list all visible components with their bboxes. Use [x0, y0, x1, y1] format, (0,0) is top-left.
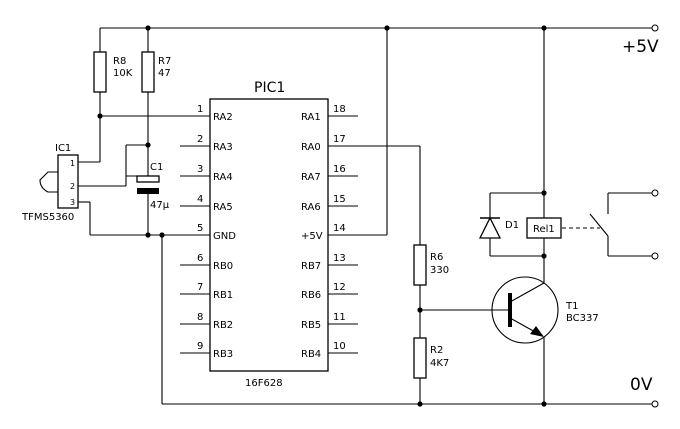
- pin-label: RB2: [213, 320, 233, 331]
- resistor-r6: [413, 244, 427, 286]
- pin-label: RA1: [301, 112, 321, 123]
- r8-value: 10K: [113, 68, 133, 79]
- pin-label: RA3: [213, 142, 233, 153]
- relay-contact-terminal: [651, 189, 659, 197]
- pin-number: 13: [333, 253, 346, 264]
- pin-number: 5: [197, 223, 203, 234]
- resistor-r7: [141, 51, 155, 93]
- pin-number: 16: [333, 164, 346, 175]
- capacitor-c1-negative-plate: [137, 188, 159, 194]
- pin-label: RA0: [301, 142, 321, 153]
- pin-label: RA5: [213, 202, 233, 213]
- diode-d1: [478, 216, 502, 239]
- ic1-pin2-num: 2: [70, 182, 75, 191]
- pin-label: +5V: [301, 231, 323, 242]
- resistor-r2: [413, 337, 427, 379]
- pin-label: RB3: [213, 349, 233, 360]
- transistor-collector: [509, 282, 545, 303]
- transistor-t1-body: [491, 276, 559, 344]
- pic-chip-name: PIC1: [254, 80, 285, 96]
- junction-dot: [145, 142, 151, 148]
- ic1-ref: IC1: [55, 143, 71, 154]
- pin-number: 8: [197, 312, 203, 323]
- ir-receiver-ic1: [57, 154, 79, 209]
- pin-number: 18: [333, 104, 346, 115]
- ic1-pin3-num: 3: [70, 198, 75, 207]
- pin-label: RB6: [301, 290, 321, 301]
- pin-label: RB5: [301, 320, 321, 331]
- c1-ref: C1: [150, 162, 163, 173]
- r7-value: 47: [158, 68, 171, 79]
- t1-part: BC337: [566, 313, 599, 324]
- pin-number: 4: [197, 194, 203, 205]
- d1-ref: D1: [505, 220, 519, 231]
- pin-number: 11: [333, 312, 346, 323]
- pin-label: RB7: [301, 261, 321, 272]
- pin-label: RA2: [213, 112, 233, 123]
- pin-label: RB0: [213, 261, 233, 272]
- pin-label: RA6: [301, 202, 321, 213]
- pin-number: 9: [197, 341, 203, 352]
- pic-chip-part: 16F628: [245, 378, 283, 389]
- relay-contact-terminal: [651, 252, 659, 260]
- r2-value: 4K7: [430, 358, 449, 369]
- r8-ref: R8: [113, 56, 126, 67]
- rel1-ref: Rel1: [533, 224, 555, 235]
- pin-label: RB1: [213, 290, 233, 301]
- pin-number: 10: [333, 341, 346, 352]
- pin-number: 15: [333, 194, 346, 205]
- pin-number: 3: [197, 164, 203, 175]
- junction-dot: [97, 113, 103, 119]
- pin-number: 14: [333, 223, 346, 234]
- c1-value: 47µ: [150, 200, 170, 211]
- pic-right-pins: [328, 115, 358, 354]
- t1-ref: T1: [565, 301, 578, 312]
- ground-rail-terminal: [651, 400, 659, 408]
- pin-label: RB4: [301, 349, 321, 360]
- ground-rail-label: 0V: [630, 375, 653, 395]
- capacitor-c1-positive-plate: [136, 175, 160, 183]
- pin-number: 1: [197, 104, 203, 115]
- pin-number: 7: [197, 282, 203, 293]
- pin-label: RA7: [301, 172, 321, 183]
- pin-label: RA4: [213, 172, 233, 183]
- junction-dot: [145, 25, 151, 31]
- ic1-pin1-num: 1: [70, 159, 75, 168]
- pin-number: 6: [197, 253, 203, 264]
- r6-value: 330: [430, 265, 449, 276]
- pin-number: 12: [333, 282, 346, 293]
- pic-left-pins: [180, 115, 210, 354]
- resistor-r8: [93, 51, 107, 93]
- r7-ref: R7: [158, 56, 171, 67]
- transistor-emitter: [509, 317, 538, 334]
- pin-number: 2: [197, 134, 203, 145]
- relay-switch-blade: [589, 213, 609, 237]
- ir-receiver-lens: [39, 171, 58, 193]
- r2-ref: R2: [430, 345, 443, 356]
- junction-dot: [145, 232, 151, 238]
- positive-rail-label: +5V: [622, 37, 659, 57]
- pin-number: 17: [333, 134, 346, 145]
- pin-label: GND: [213, 231, 236, 242]
- emitter-arrow-icon: [530, 326, 544, 337]
- r6-ref: R6: [430, 252, 443, 263]
- ic1-part: TFMS5360: [21, 212, 74, 223]
- positive-rail-terminal: [651, 24, 659, 32]
